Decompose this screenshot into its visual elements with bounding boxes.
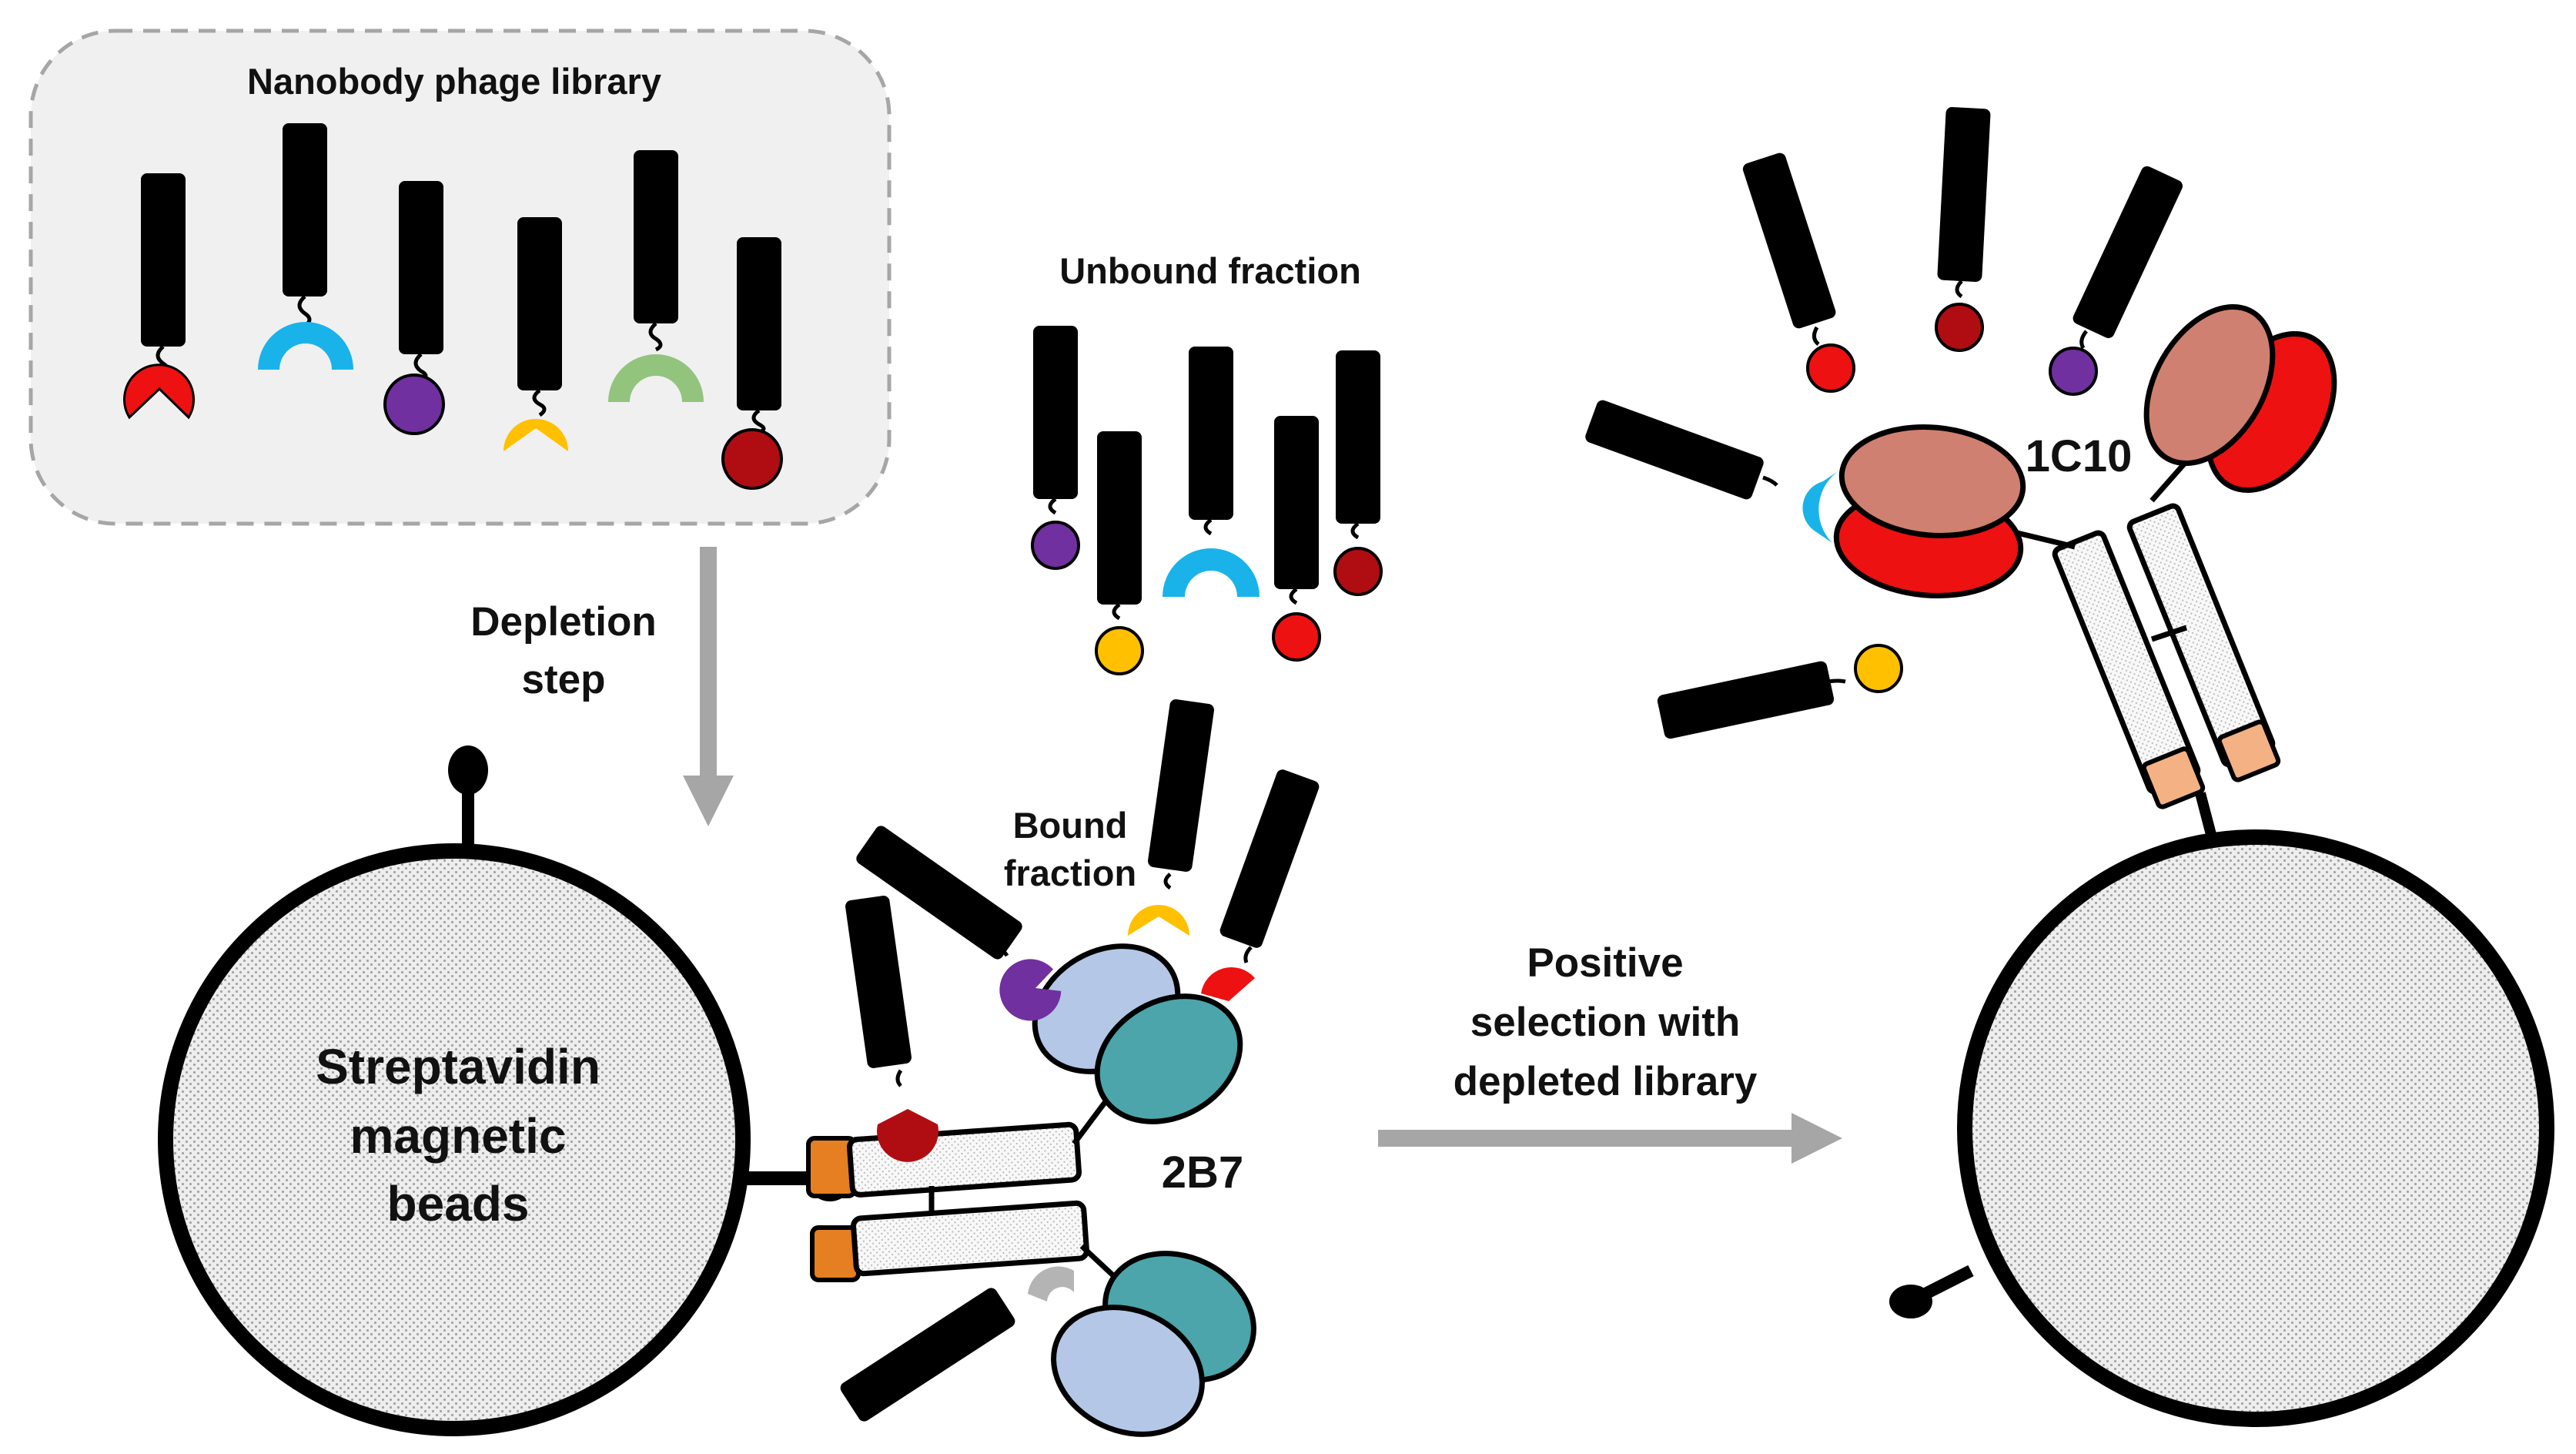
positive-label-1: Positive <box>1527 940 1683 986</box>
antibody-icon <box>806 1095 1119 1282</box>
library-title: Nanobody phage library <box>247 61 661 102</box>
antibody-1c10: 1C10 <box>1585 107 2337 809</box>
phage-icon <box>721 237 783 490</box>
antibody-2b7-label: 2B7 <box>1162 1147 1243 1198</box>
phage-icon <box>123 173 195 420</box>
positive-selection-arrow: Positive selection with depleted library <box>1378 940 1842 1164</box>
positive-label-2: selection with <box>1470 1000 1740 1045</box>
antigen-icon <box>1833 424 2026 599</box>
phage-icon <box>1742 152 1855 393</box>
phage-icon <box>1201 769 1320 1001</box>
bound-label-2: fraction <box>1004 853 1136 893</box>
phage-icon <box>1272 416 1321 662</box>
depletion-label-2: step <box>522 657 606 702</box>
phage-icon <box>1128 699 1214 936</box>
antibody-1c10-label: 1C10 <box>2026 431 2133 481</box>
antigen-icon <box>1051 1251 1256 1437</box>
phage-icon <box>608 150 704 402</box>
antigen-icon <box>2143 304 2337 493</box>
phage-icon <box>1935 107 1991 352</box>
bead-icon <box>1957 829 2554 1427</box>
bead-left: Streptavidin magnetic beads <box>158 745 816 1436</box>
bead-right <box>1889 792 2554 1427</box>
phage-icon <box>845 896 938 1162</box>
phage-icon <box>1163 347 1260 597</box>
phage-icon <box>840 1266 1074 1422</box>
phage-icon <box>1095 431 1144 675</box>
library-panel: Nanobody phage library <box>28 28 892 526</box>
phage-icon <box>1031 326 1080 570</box>
phage-icon <box>383 181 445 435</box>
phage-icon <box>856 826 1062 1021</box>
bead-icon <box>158 843 751 1436</box>
antibody-2b7: 2B7 <box>806 943 1256 1437</box>
beads-label-2: magnetic <box>350 1108 567 1164</box>
phage-icon <box>1585 400 1840 543</box>
phage-icon <box>1657 644 1903 739</box>
unbound-label: Unbound fraction <box>1059 250 1361 291</box>
beads-label-1: Streptavidin <box>316 1039 601 1094</box>
positive-label-3: depleted library <box>1454 1059 1758 1104</box>
phage-icon <box>503 217 569 451</box>
phage-icon <box>258 123 353 370</box>
beads-label-3: beads <box>387 1176 530 1231</box>
bound-fraction: Bound fraction <box>840 699 1320 1422</box>
depletion-label-1: Depletion <box>470 599 656 645</box>
antibody-icon <box>2010 452 2281 809</box>
bound-label-1: Bound <box>1013 805 1128 846</box>
phage-icon <box>2049 166 2183 396</box>
antigen-icon <box>1032 943 1243 1124</box>
depletion-arrow: Depletion step <box>470 547 734 826</box>
unbound-fraction: Unbound fraction <box>1031 250 1383 675</box>
phage-icon <box>1333 350 1383 596</box>
